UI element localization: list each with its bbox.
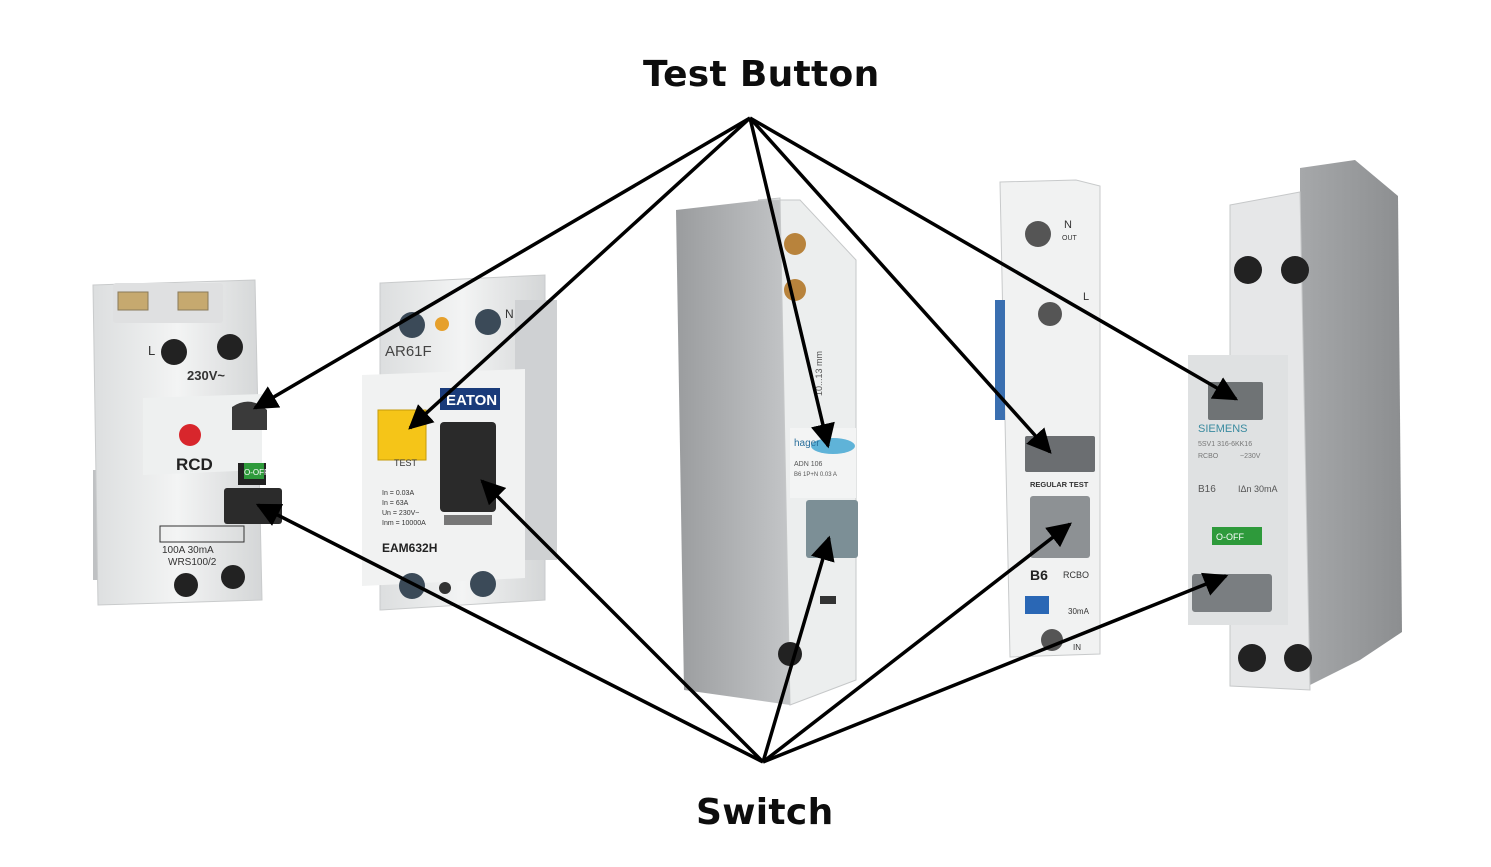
rcd-wylex-model: WRS100/2 [168,557,217,568]
switch-arrow-4 [761,522,1072,764]
rcbo-lewden-test-button[interactable] [1025,436,1095,472]
rcbo-hager-brand: hager [794,438,820,449]
rcd-eaton-spec2: In = 63A [382,500,409,507]
rcbo-lewden-regular-test: REGULAR TEST [1030,480,1089,489]
rcd-eaton-model: EAM632H [382,541,437,555]
rcbo-siemens-toggle-text: O-OFF [1216,532,1244,542]
rcbo-lewden-sensitivity: 30mA [1068,607,1090,616]
wylex-logo-icon [179,424,201,446]
rcbo-lewden-terminal-in: IN [1073,643,1081,652]
rcbo-siemens-brand: SIEMENS [1198,423,1248,435]
switch-arrow-3 [761,535,835,763]
rcbo-siemens-voltage: ~230V [1240,453,1261,460]
test-button-label: Test Button [643,54,880,95]
rcd-wylex-switch[interactable] [224,488,282,524]
rcd-wylex-terminal: L [148,343,155,358]
rcd-eaton-model-top: AR61F [385,343,432,360]
rcd-wylex-toggle-text: O-OFF [244,468,269,477]
test-arrow-1 [252,116,751,410]
rcbo-lewden-type: RCBO [1063,570,1089,580]
device-rcd-eaton: N AR61F EATON TEST In = 0.03A In = 63A U… [362,274,557,611]
test-arrow-5 [749,116,1239,401]
rcbo-siemens-switch[interactable] [1192,574,1272,612]
rcd-eaton-spec1: In = 0.03A [382,490,414,497]
device-rcbo-lewden: N OUT L REGULAR TEST B6 RCBO 30mA IN [995,179,1101,658]
rcd-eaton-test-label: TEST [394,458,418,468]
rcd-eaton-test-button[interactable] [377,409,427,461]
rcbo-lewden-terminal-n: N [1064,219,1072,231]
test-arrow-2 [408,116,752,430]
rcbo-hager-model: ADN 106 [794,461,823,468]
rcd-eaton-brand: EATON [446,392,497,409]
device-rcbo-hager: 10...13 mm hager ADN 106 B6 1P+N 0.03 A [676,197,858,706]
test-arrow-3 [748,117,835,449]
lewden-logo-icon [1025,596,1049,614]
test-button-arrows [252,116,1239,454]
switch-arrow-5 [762,572,1229,764]
rcbo-siemens-type: RCBO [1198,453,1219,460]
switch-label: Switch [696,792,834,833]
rcbo-hager-spec: B6 1P+N 0.03 A [794,472,837,478]
rcbo-siemens-sensitivity: IΔn 30mA [1238,484,1278,494]
rcbo-hager-dim: 10...13 mm [814,351,824,396]
rcd-eaton-spec3: Un = 230V~ [382,510,419,517]
switch-arrows [255,479,1229,764]
switch-arrow-2 [480,479,765,764]
rcbo-lewden-out: OUT [1062,235,1078,242]
switch-arrow-1 [255,503,764,764]
rcd-wylex-rating: 100A 30mA [162,545,214,556]
rcbo-siemens-rating: B16 [1198,484,1216,495]
device-rcd-wylex: L 230V~ RCD O-OFF 100A 30mA WRS100/2 [92,279,282,606]
rcbo-lewden-terminal-l: L [1083,291,1089,303]
rcbo-hager-switch[interactable] [806,500,858,558]
device-rcbo-siemens: SIEMENS 5SV1 316-6KK16 RCBO ~230V B16 IΔ… [1188,160,1402,691]
rcd-eaton-terminal-n: N [505,307,514,321]
rcd-eaton-switch[interactable] [440,422,496,512]
rcd-eaton-spec4: Inm = 10000A [382,520,426,527]
rcbo-siemens-model: 5SV1 316-6KK16 [1198,441,1252,448]
rcbo-lewden-rating: B6 [1030,567,1048,583]
test-arrow-4 [748,116,1052,454]
rcd-wylex-type: RCD [176,455,213,474]
rcd-wylex-voltage: 230V~ [187,368,225,383]
